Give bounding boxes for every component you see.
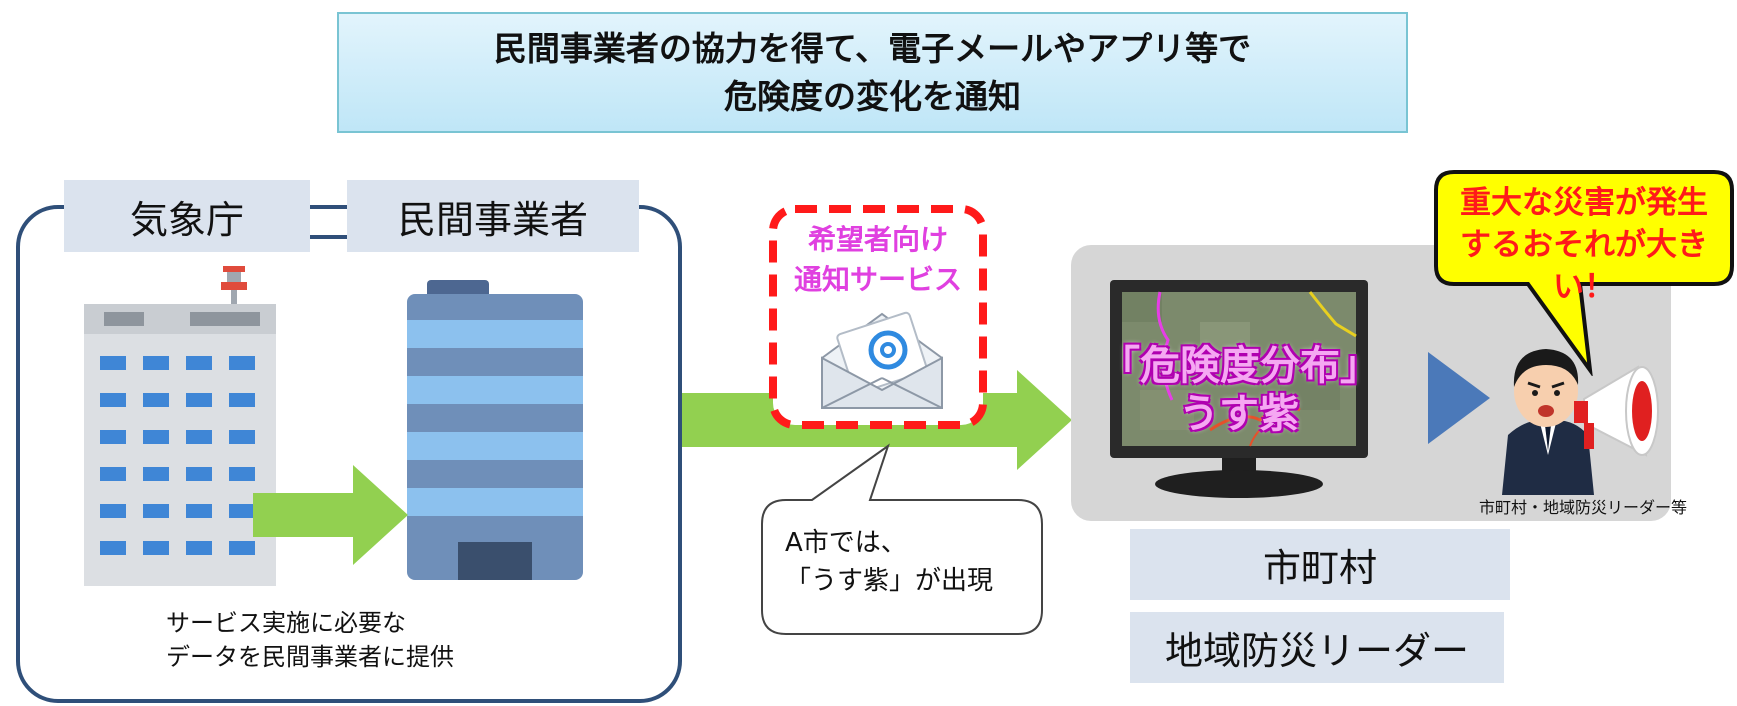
city-callout-bubble [761, 443, 1043, 635]
megaphone-person-icon [1502, 349, 1659, 495]
warning-bubble-line-1: 重大な災害が発生 [1460, 185, 1708, 221]
warning-bubble [1434, 170, 1734, 376]
city-callout-line-1: A市では、 [785, 528, 907, 558]
title-banner: 民間事業者の協力を得て、電子メールやアプリ等で 危険度の変化を通知 [337, 12, 1408, 133]
provide-caption: サービス実施に必要な データを民間事業者に提供 [166, 606, 454, 674]
provide-caption-line-2: データを民間事業者に提供 [166, 643, 454, 671]
data-flow-arrow-small [253, 465, 408, 565]
monitor-overlay-text: 「危険度分布」 うす紫 [1100, 342, 1380, 438]
provide-caption-line-1: サービス実施に必要な [166, 609, 406, 637]
jma-label-text: 気象庁 [129, 197, 244, 242]
monitor-icon [1110, 280, 1368, 498]
title-line-1: 民間事業者の協力を得て、電子メールやアプリ等で [493, 28, 1252, 68]
jma-building-icon [84, 266, 276, 586]
municipality-label: 市町村 [1130, 529, 1510, 600]
private-building-icon [407, 280, 583, 580]
city-callout-text: A市では、 「うす紫」が出現 [785, 524, 993, 600]
municipality-label-text: 市町村 [1262, 546, 1377, 590]
warning-bubble-text: 重大な災害が発生 するおそれが大きい！ [1442, 182, 1726, 308]
monitor-overlay-line-1: 「危険度分布」 [1100, 343, 1380, 389]
label-connector [310, 235, 347, 239]
private-operator-label-text: 民間事業者 [397, 197, 588, 242]
title-line-2: 危険度の変化を通知 [724, 76, 1021, 116]
private-operator-label: 民間事業者 [347, 180, 639, 252]
city-callout-line-2: 「うす紫」が出現 [785, 566, 994, 596]
local-leader-label: 地域防災リーダー [1130, 612, 1504, 683]
local-leader-label-text: 地域防災リーダー [1164, 629, 1469, 673]
person-caption: 市町村・地域防災リーダー等 [1478, 498, 1687, 517]
warning-bubble-line-2: するおそれが大きい！ [1460, 227, 1708, 305]
jma-label: 気象庁 [64, 180, 310, 252]
monitor-overlay-line-2: うす紫 [1179, 391, 1299, 437]
service-box-line-1: 希望者向け [807, 223, 948, 256]
envelope-icon [821, 311, 943, 409]
service-box-label: 希望者向け 通知サービス [780, 220, 976, 300]
service-box-line-2: 通知サービス [793, 263, 962, 296]
play-arrow-icon [1428, 352, 1490, 444]
at-sign-icon [868, 330, 908, 370]
